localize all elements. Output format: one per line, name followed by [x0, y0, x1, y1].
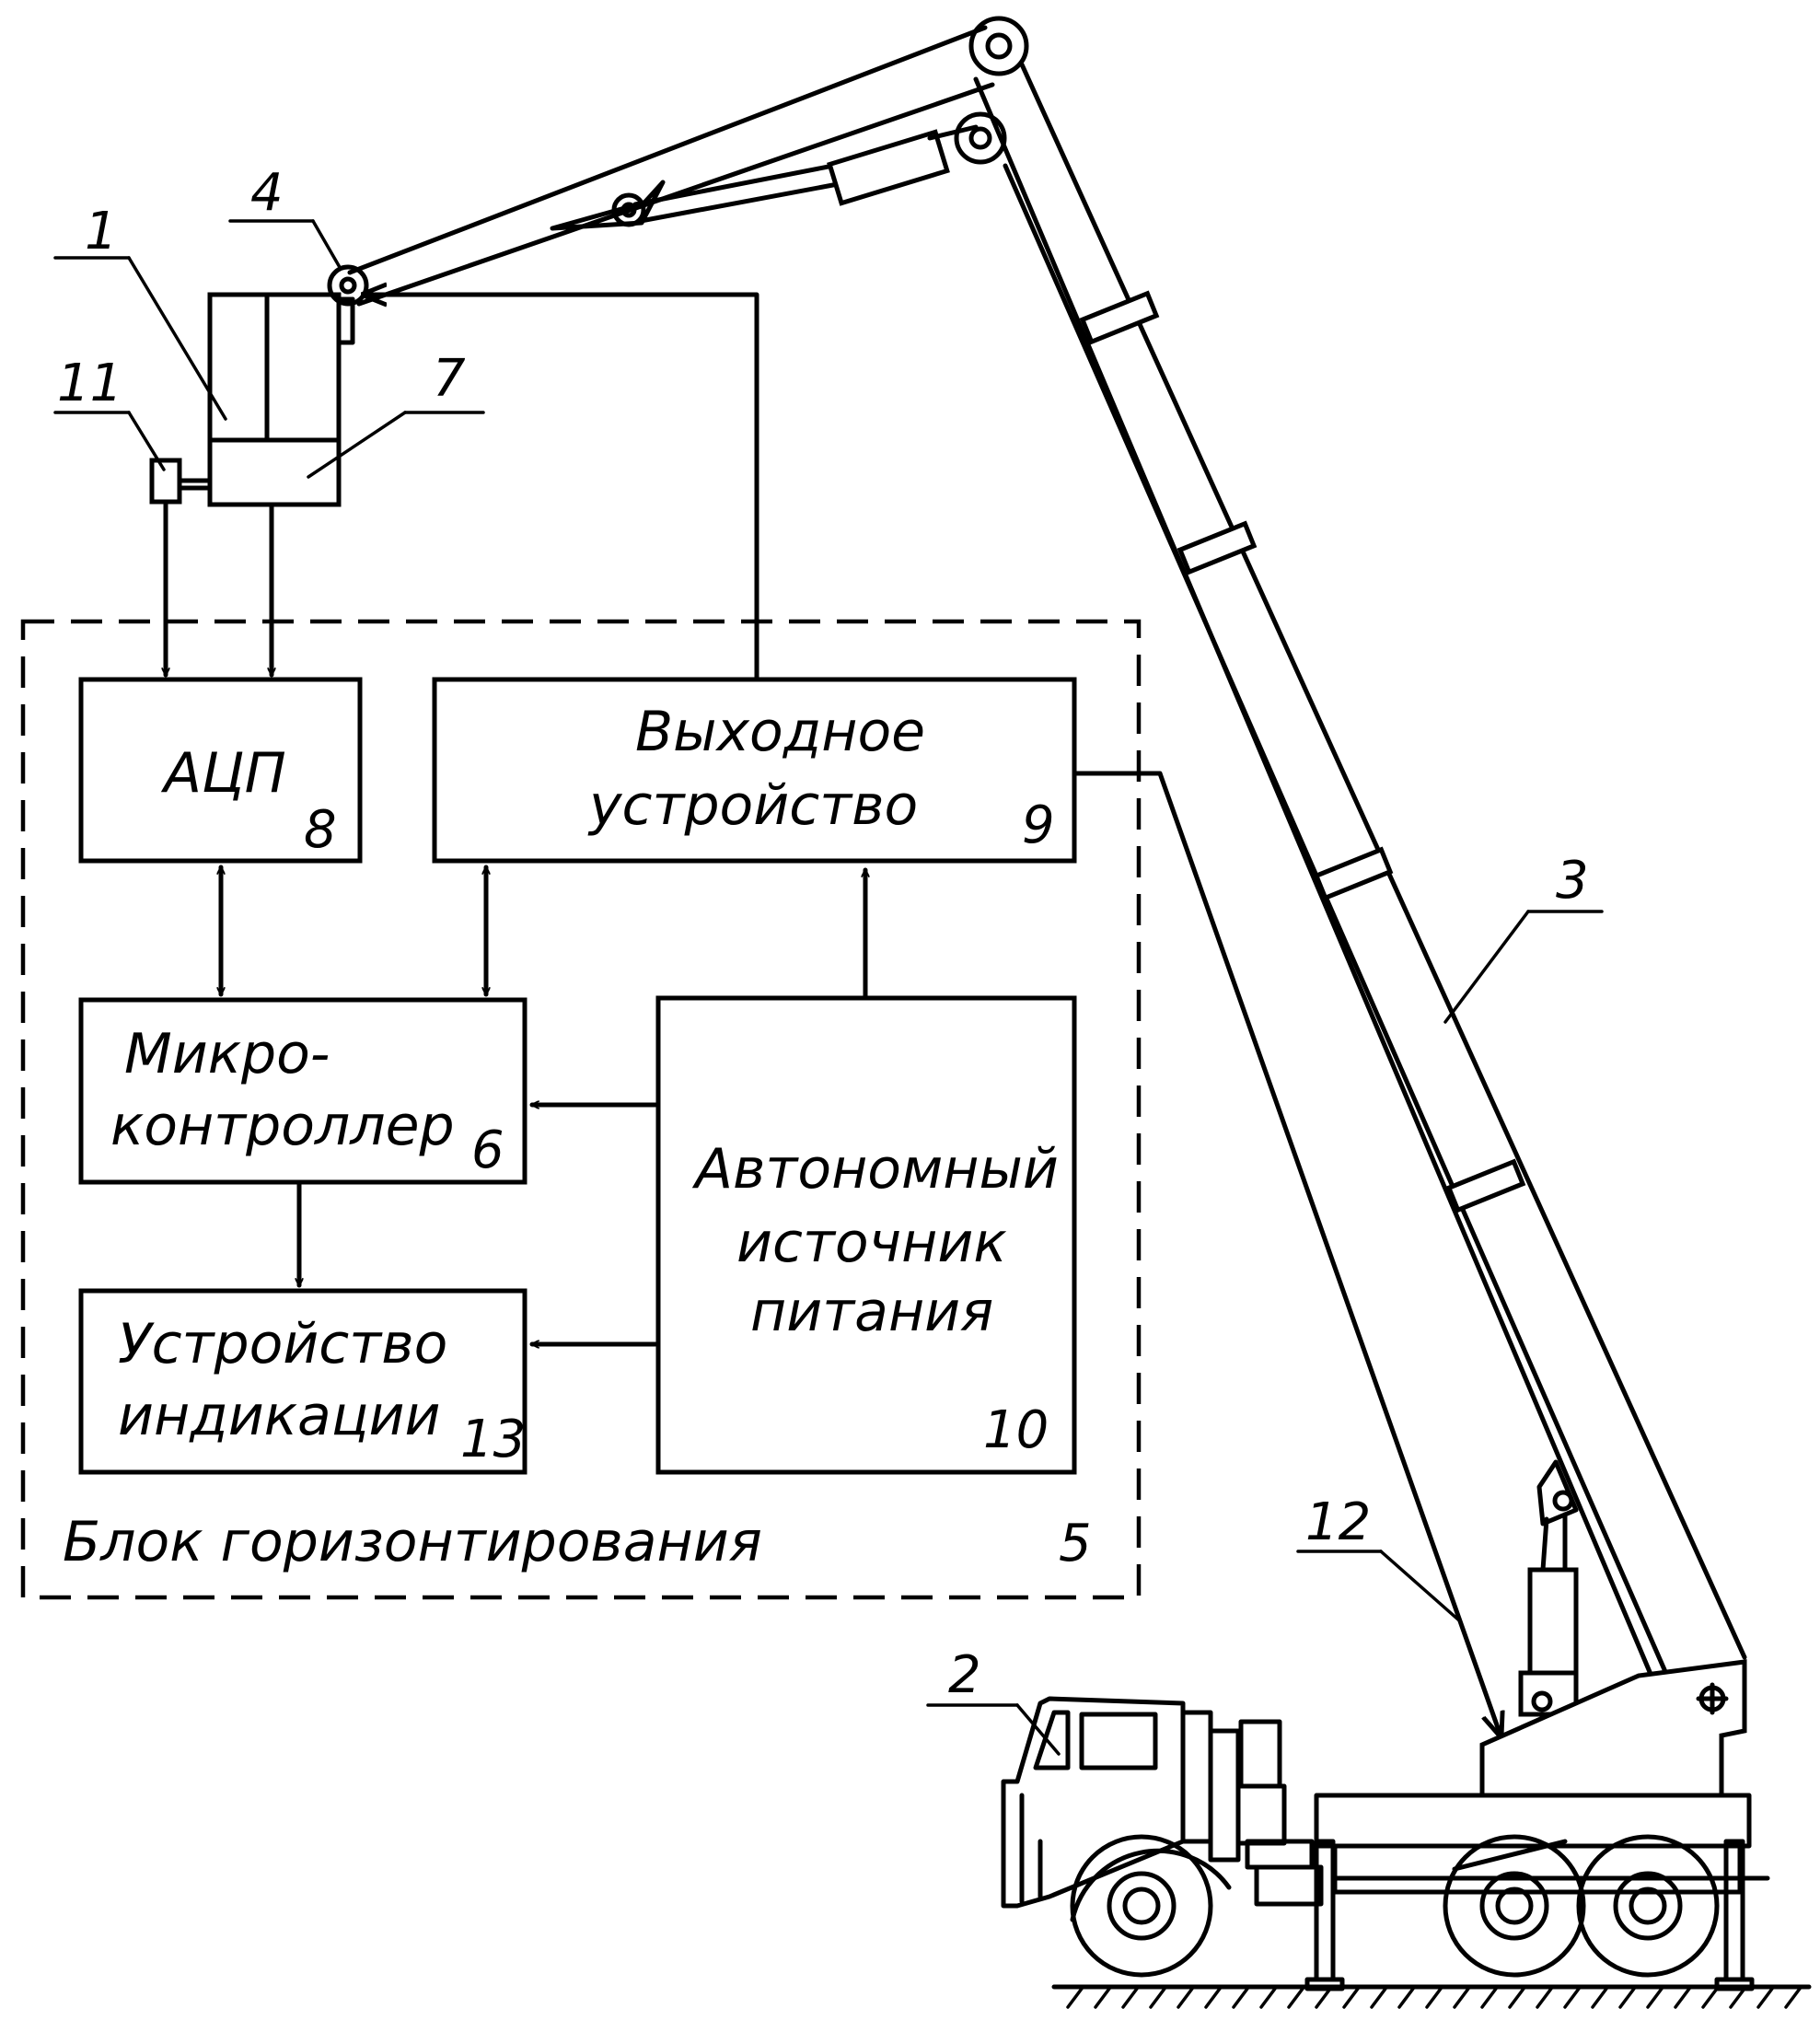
- indicator-label-line1: Устройство: [118, 1312, 447, 1376]
- power-label-line2: источник: [736, 1211, 1007, 1275]
- callout-2: 2: [948, 1645, 981, 1705]
- truck: [1001, 1696, 1770, 1991]
- power-label-line3: питания: [750, 1280, 993, 1344]
- ground: [1051, 1984, 1812, 2009]
- basket: [207, 292, 355, 507]
- power-label-line1: Автономный: [691, 1137, 1059, 1202]
- micro-label-line1: Микро-: [124, 1022, 330, 1086]
- leveling-block-number: 5: [1059, 1514, 1092, 1573]
- callout-7: 7: [433, 349, 466, 409]
- callout-4: 4: [250, 163, 284, 223]
- callout-1: 1: [85, 202, 118, 261]
- output-device-block: [432, 677, 1077, 864]
- callout-3: 3: [1556, 851, 1589, 911]
- indicator-number: 13: [460, 1410, 526, 1469]
- callout-12: 12: [1305, 1492, 1371, 1552]
- callouts: 1 4 11 7 3 12 2: [53, 163, 1604, 1756]
- micro-label-line2: контроллер: [110, 1094, 455, 1158]
- connections: [166, 295, 1501, 1736]
- output-label-line1: Выходное: [635, 700, 925, 764]
- output-label-line2: устройство: [587, 773, 918, 838]
- boom-knuckle: [968, 16, 1029, 76]
- output-number: 9: [1022, 795, 1055, 855]
- boom: [327, 16, 1747, 1798]
- micro-number: 6: [471, 1120, 504, 1180]
- tilt-sensor: [149, 458, 213, 505]
- adc-number: 8: [304, 800, 337, 860]
- adc-label: АЦП: [160, 741, 286, 806]
- leveling-block-label: Блок горизонтирования: [63, 1510, 762, 1574]
- indicator-label-line2: индикации: [118, 1384, 441, 1448]
- callout-11: 11: [57, 354, 122, 413]
- indicator-block: [78, 1288, 527, 1475]
- adc-block: [78, 677, 363, 864]
- leveling-block-frame: [20, 619, 1142, 1600]
- power-number: 10: [983, 1400, 1049, 1460]
- microcontroller-block: [78, 997, 527, 1185]
